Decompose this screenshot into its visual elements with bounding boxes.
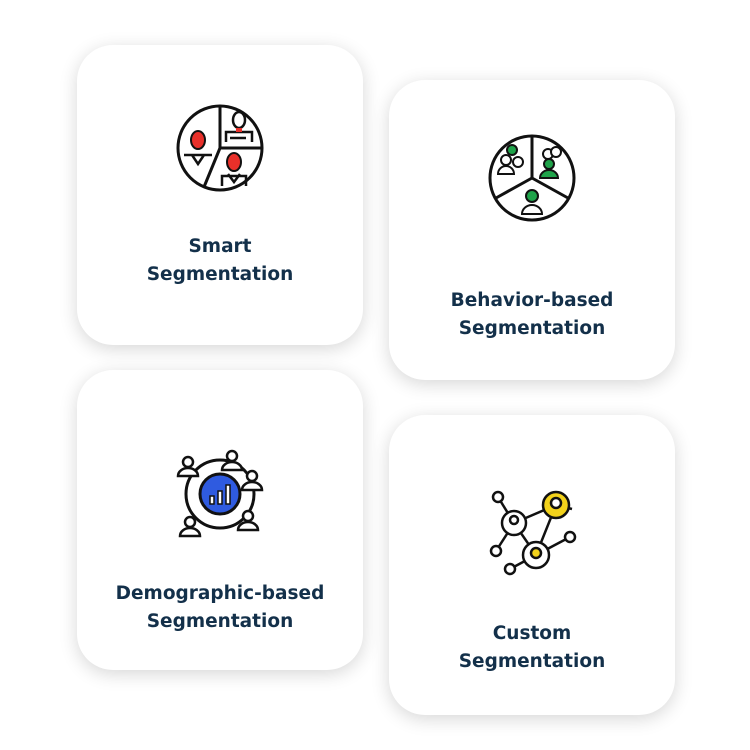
behavior-segmentation-icon [488,134,576,222]
title-line-1: Demographic-based [115,583,325,604]
card-custom-segmentation: Custom Segmentation [389,415,675,715]
demographic-segmentation-icon [176,449,264,538]
card-behavior-segmentation: Behavior-based Segmentation [389,80,675,380]
title-line-2: Segmentation [146,264,294,285]
title-line-1: Smart [188,236,252,257]
card-title: Custom Segmentation [389,620,675,676]
custom-segmentation-icon [489,490,577,576]
title-line-2: Segmentation [458,651,606,672]
title-line-2: Segmentation [458,318,606,339]
title-line-2: Segmentation [146,611,294,632]
card-title: Demographic-based Segmentation [77,580,363,636]
card-title: Behavior-based Segmentation [389,287,675,343]
title-line-1: Custom [492,623,572,644]
card-title: Smart Segmentation [77,233,363,289]
card-smart-segmentation: Smart Segmentation [77,45,363,345]
card-demographic-segmentation: Demographic-based Segmentation [77,370,363,670]
title-line-1: Behavior-based [450,290,614,311]
smart-segmentation-icon [176,104,264,192]
